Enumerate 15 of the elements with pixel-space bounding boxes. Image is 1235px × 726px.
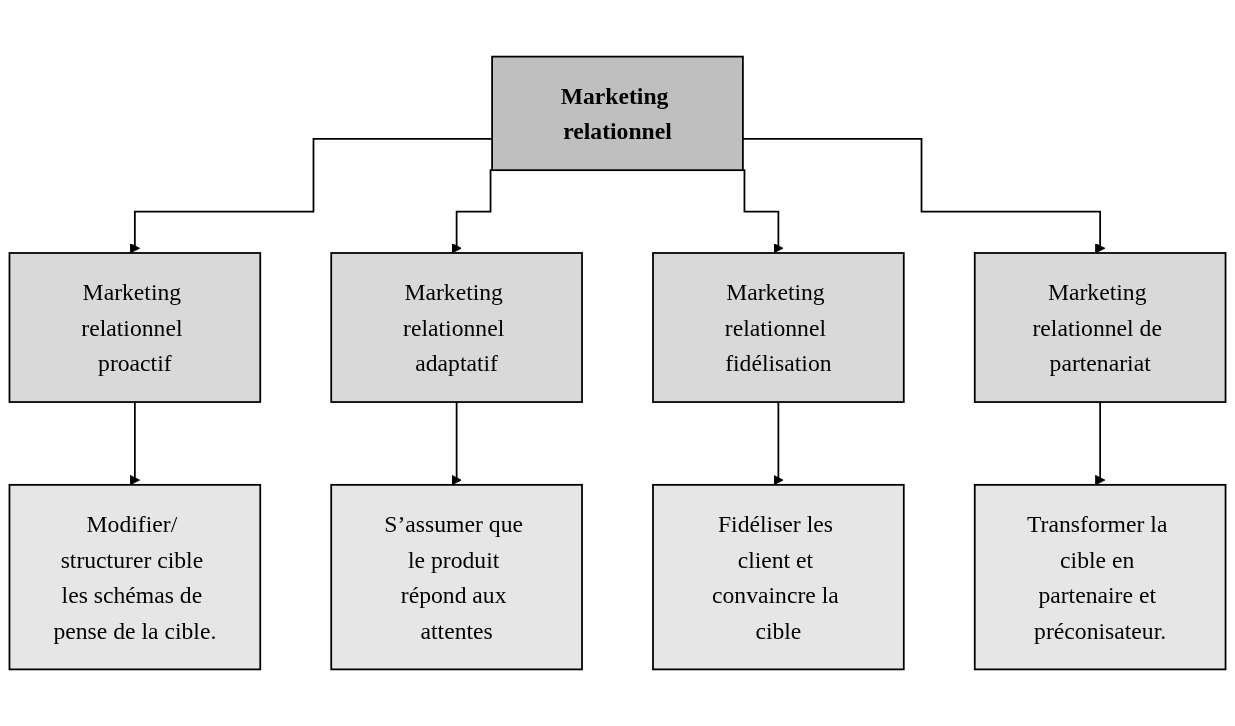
node-box: Marketing relationnel adaptatif (330, 252, 583, 403)
arrow (129, 401, 141, 486)
arrow (451, 401, 462, 486)
arrow (129, 138, 493, 254)
node-box: Marketing relationnel fidélisation (652, 252, 905, 403)
arrow (773, 401, 784, 486)
node-box: Marketing relationnel proactif (8, 252, 262, 403)
node-box: Transformer la cible en partenaire et préconisateur. (973, 483, 1227, 671)
node-box: Marketing relationnel (491, 55, 744, 172)
arrow (742, 138, 1106, 254)
node-box: Fidéliser les client et convaincre la cible (652, 483, 905, 671)
node-box: S’assumer que le produit répond aux attentes (330, 483, 583, 671)
arrow (1094, 401, 1106, 486)
node-box: Modifier/ structurer cible les schémas de pense de la cible. (8, 483, 262, 671)
node-box: Marketing relationnel de partenariat (973, 252, 1227, 403)
